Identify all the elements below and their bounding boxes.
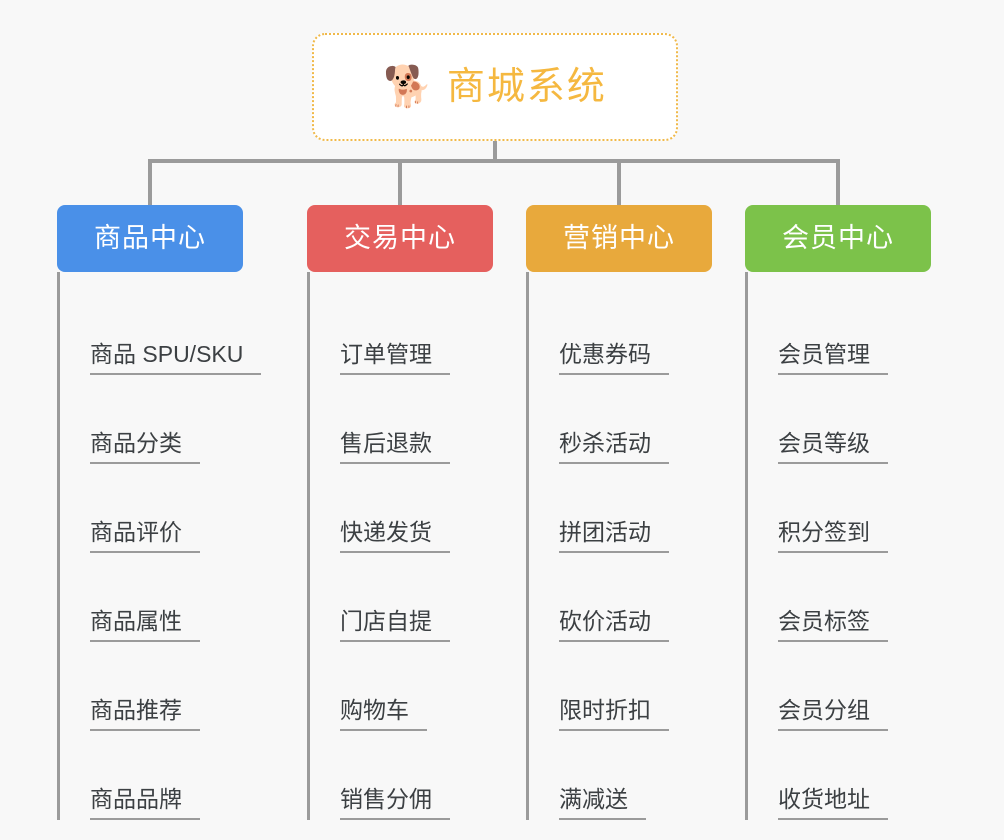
branch-member-center: 会员中心 会员管理 会员等级 积分签到 会员标签 会员分组 收货地址 <box>745 205 931 820</box>
list-item[interactable]: 优惠券码 <box>529 286 712 375</box>
item-label: 商品评价 <box>90 519 200 553</box>
connector-drop-4 <box>836 159 840 207</box>
item-label: 砍价活动 <box>559 608 669 642</box>
list-item[interactable]: 门店自提 <box>310 553 493 642</box>
item-list-product-center: 商品 SPU/SKU 商品分类 商品评价 商品属性 商品推荐 商品品牌 <box>57 272 262 820</box>
item-label: 积分签到 <box>778 519 888 553</box>
list-item[interactable]: 商品推荐 <box>60 642 243 731</box>
category-header-marketing-center[interactable]: 营销中心 <box>526 205 712 272</box>
item-label: 会员管理 <box>778 341 888 375</box>
category-label: 营销中心 <box>563 223 675 253</box>
item-label: 商品推荐 <box>90 697 200 731</box>
list-item[interactable]: 订单管理 <box>310 286 493 375</box>
list-item[interactable]: 秒杀活动 <box>529 375 712 464</box>
branch-trade-center: 交易中心 订单管理 售后退款 快递发货 门店自提 购物车 销售分佣 <box>307 205 493 820</box>
item-label: 售后退款 <box>340 430 450 464</box>
item-list-member-center: 会员管理 会员等级 积分签到 会员标签 会员分组 收货地址 <box>745 272 931 820</box>
item-label: 拼团活动 <box>559 519 669 553</box>
item-label: 商品 SPU/SKU <box>90 341 262 375</box>
connector-horizontal-bus <box>148 159 840 163</box>
connector-drop-2 <box>398 159 402 207</box>
category-header-member-center[interactable]: 会员中心 <box>745 205 931 272</box>
list-item[interactable]: 购物车 <box>310 642 493 731</box>
item-label: 商品分类 <box>90 430 200 464</box>
item-label: 订单管理 <box>340 341 450 375</box>
category-label: 交易中心 <box>344 223 456 253</box>
item-label: 收货地址 <box>778 786 888 820</box>
connector-drop-3 <box>617 159 621 207</box>
shiba-dog-face-icon: 🐕 <box>383 65 433 109</box>
item-label: 满减送 <box>559 786 646 820</box>
list-item[interactable]: 商品评价 <box>60 464 243 553</box>
list-item[interactable]: 商品 SPU/SKU <box>60 286 262 375</box>
item-label: 会员分组 <box>778 697 888 731</box>
item-label: 秒杀活动 <box>559 430 669 464</box>
item-label: 商品品牌 <box>90 786 200 820</box>
item-label: 快递发货 <box>340 519 450 553</box>
list-item[interactable]: 商品分类 <box>60 375 243 464</box>
category-label: 会员中心 <box>782 223 894 253</box>
item-list-marketing-center: 优惠券码 秒杀活动 拼团活动 砍价活动 限时折扣 满减送 <box>526 272 712 820</box>
root-node-title: 商城系统 <box>446 66 607 108</box>
item-label: 优惠券码 <box>559 341 669 375</box>
list-item[interactable]: 商品品牌 <box>60 731 243 820</box>
list-item[interactable]: 收货地址 <box>748 731 931 820</box>
item-list-trade-center: 订单管理 售后退款 快递发货 门店自提 购物车 销售分佣 <box>307 272 493 820</box>
connector-root-stem <box>493 141 497 163</box>
list-item[interactable]: 快递发货 <box>310 464 493 553</box>
list-item[interactable]: 会员等级 <box>748 375 931 464</box>
branch-marketing-center: 营销中心 优惠券码 秒杀活动 拼团活动 砍价活动 限时折扣 满减送 <box>526 205 712 820</box>
item-label: 商品属性 <box>90 608 200 642</box>
list-item[interactable]: 拼团活动 <box>529 464 712 553</box>
item-label: 购物车 <box>340 697 427 731</box>
list-item[interactable]: 会员分组 <box>748 642 931 731</box>
list-item[interactable]: 满减送 <box>529 731 712 820</box>
list-item[interactable]: 砍价活动 <box>529 553 712 642</box>
category-label: 商品中心 <box>94 223 206 253</box>
list-item[interactable]: 会员标签 <box>748 553 931 642</box>
list-item[interactable]: 限时折扣 <box>529 642 712 731</box>
list-item[interactable]: 商品属性 <box>60 553 243 642</box>
category-header-product-center[interactable]: 商品中心 <box>57 205 243 272</box>
item-label: 会员等级 <box>778 430 888 464</box>
connector-drop-1 <box>148 159 152 207</box>
list-item[interactable]: 售后退款 <box>310 375 493 464</box>
list-item[interactable]: 会员管理 <box>748 286 931 375</box>
item-label: 限时折扣 <box>559 697 669 731</box>
list-item[interactable]: 销售分佣 <box>310 731 493 820</box>
item-label: 会员标签 <box>778 608 888 642</box>
category-header-trade-center[interactable]: 交易中心 <box>307 205 493 272</box>
item-label: 门店自提 <box>340 608 450 642</box>
item-label: 销售分佣 <box>340 786 450 820</box>
branch-product-center: 商品中心 商品 SPU/SKU 商品分类 商品评价 商品属性 商品推荐 商品品牌 <box>57 205 262 820</box>
list-item[interactable]: 积分签到 <box>748 464 931 553</box>
root-node-card[interactable]: 🐕 商城系统 <box>312 33 678 141</box>
